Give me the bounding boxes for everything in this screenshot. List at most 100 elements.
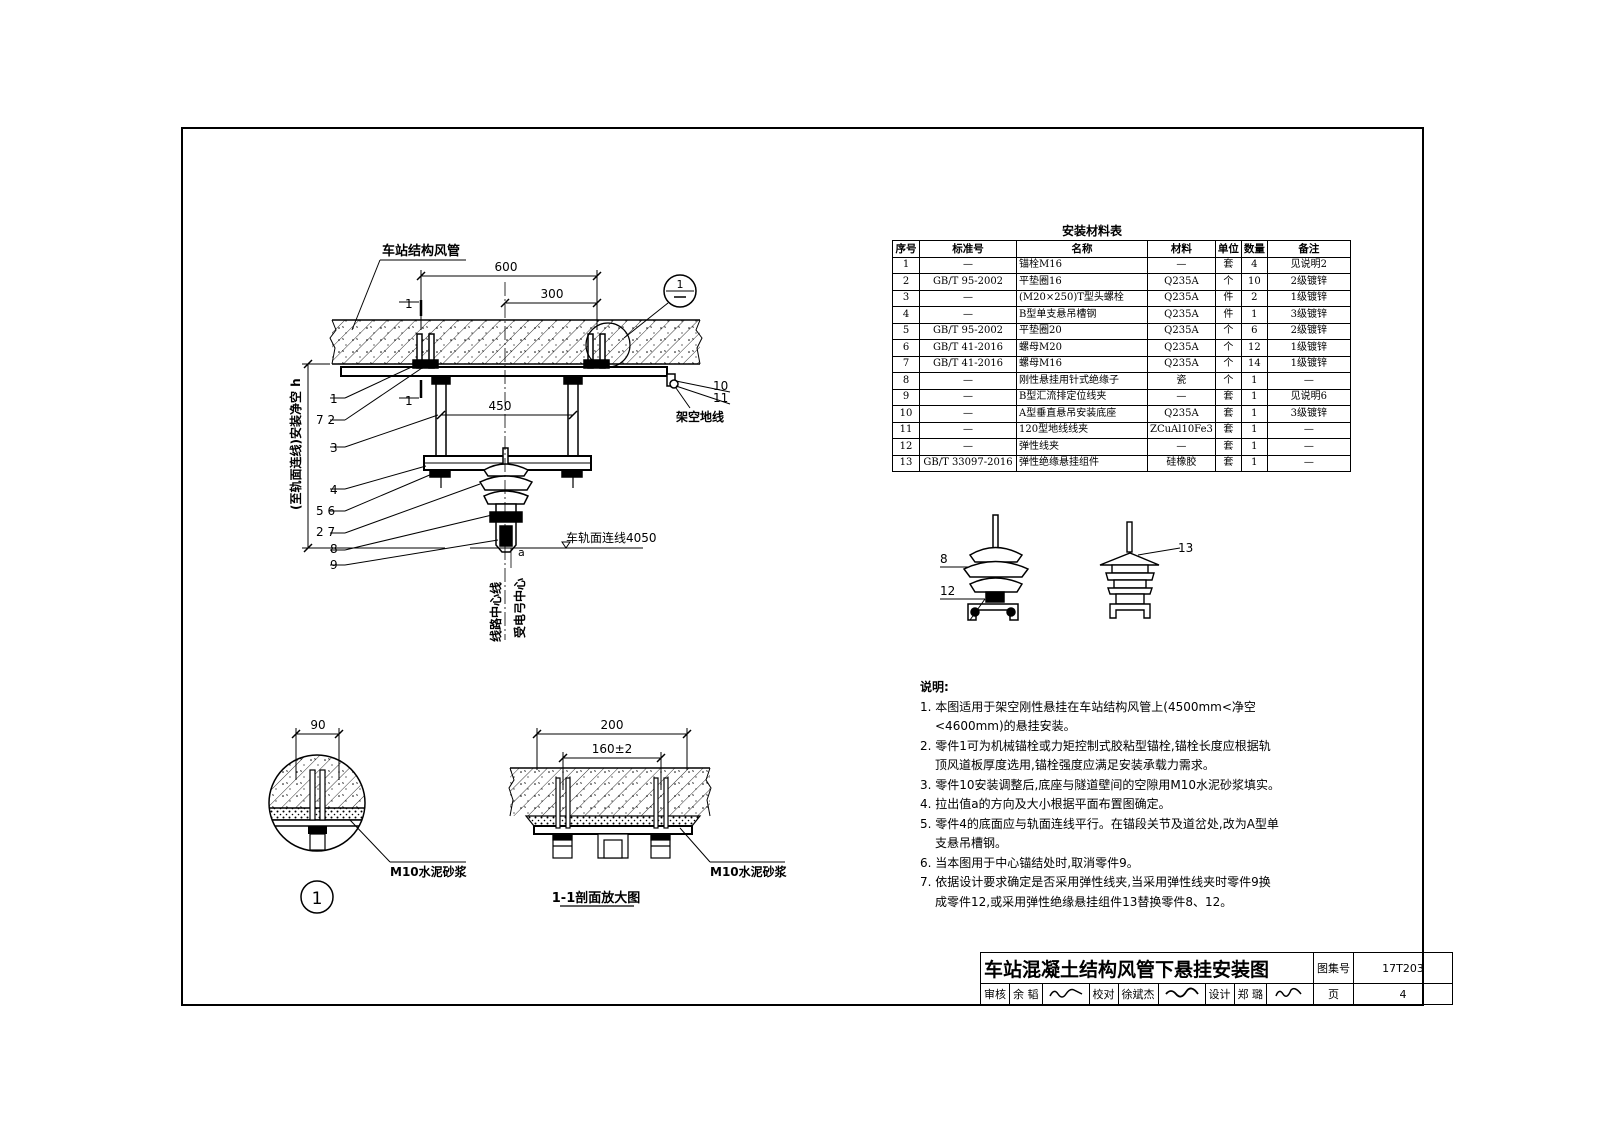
material-cell: 12 <box>892 438 920 456</box>
material-cell: 套 <box>1214 256 1242 274</box>
part-label-5-6: 5 6 <box>316 504 335 518</box>
detail-1-mortar-label: M10水泥砂浆 <box>390 864 468 879</box>
part-label-3: 3 <box>330 441 338 455</box>
part-label-11: 11 <box>713 391 728 405</box>
note-item: 6. 当本图用于中心锚结处时,取消零件9。 <box>920 855 1139 870</box>
elastic-insulator-sketch <box>1099 521 1160 619</box>
material-cell: — <box>919 289 1017 307</box>
anchor-bolts <box>412 322 631 369</box>
material-cell: 套 <box>1214 438 1242 456</box>
material-cell: 2级镀锌 <box>1266 273 1351 291</box>
note-item: 1. 本图适用于架空刚性悬挂在车站结构风管上(4500mm<净空<4600mm)… <box>920 699 1256 734</box>
material-cell: 个 <box>1214 372 1242 390</box>
material-cell: 7 <box>892 355 920 373</box>
material-cell: 5 <box>892 322 920 340</box>
drawing-frame <box>181 127 1424 1006</box>
material-cell: 套 <box>1214 421 1242 439</box>
detail-1-dim-text: 90 <box>310 718 325 732</box>
part-label-10: 10 <box>713 379 728 393</box>
check-name: 徐斌杰 <box>1117 983 1159 1005</box>
material-cell: — <box>919 405 1017 423</box>
check-signature <box>1157 983 1206 1005</box>
notes-heading: 说明: <box>920 680 949 694</box>
material-cell: 个 <box>1214 339 1242 357</box>
material-cell: — <box>1147 438 1216 456</box>
material-cell: 见说明6 <box>1266 388 1351 406</box>
material-cell: 个 <box>1214 355 1242 373</box>
material-cell: — <box>919 438 1017 456</box>
material-cell: 4 <box>1240 256 1268 274</box>
material-cell: A型垂直悬吊安装底座 <box>1016 405 1148 423</box>
material-cell: 3级镀锌 <box>1266 306 1351 324</box>
material-cell: 套 <box>1214 454 1242 472</box>
material-cell: 件 <box>1214 289 1242 307</box>
material-cell: 件 <box>1214 306 1242 324</box>
review-signature <box>1041 983 1090 1005</box>
material-cell: 1 <box>1240 438 1268 456</box>
material-cell: 平垫圈20 <box>1016 322 1148 340</box>
material-cell: 1 <box>1240 421 1268 439</box>
material-cell: 1级镀锌 <box>1266 339 1351 357</box>
material-cell: 12 <box>1240 339 1268 357</box>
material-cell: 弹性线夹 <box>1016 438 1148 456</box>
material-cell: 11 <box>892 421 920 439</box>
material-cell: 见说明2 <box>1266 256 1351 274</box>
material-cell: 套 <box>1214 405 1242 423</box>
material-cell: 8 <box>892 372 920 390</box>
section-dim-160-text: 160±2 <box>592 742 633 756</box>
dim-450-text: 450 <box>489 399 512 413</box>
section-mark-top: 1 <box>405 297 413 311</box>
material-cell: 1级镀锌 <box>1266 289 1351 307</box>
material-cell: 1 <box>1240 372 1268 390</box>
page-label: 页 <box>1313 983 1354 1005</box>
material-cell: 锚栓M16 <box>1016 256 1148 274</box>
sketch-label-12: 12 <box>940 584 955 598</box>
material-cell: 1 <box>892 256 920 274</box>
material-cell: GB/T 41-2016 <box>919 355 1017 373</box>
detail-1-caption: 1 <box>312 889 323 909</box>
material-cell: 1级镀锌 <box>1266 355 1351 373</box>
note-item: 7. 依据设计要求确定是否采用弹性线夹,当采用弹性线夹时零件9换成零件12,或采… <box>920 875 1271 909</box>
material-cell: ZCuAl10Fe3 <box>1147 421 1216 439</box>
detail-callout <box>623 274 697 339</box>
material-cell: Q235A <box>1147 273 1216 291</box>
insulator-sketch <box>962 514 1030 621</box>
material-cell: 硅橡胶 <box>1147 454 1216 472</box>
note-item: 2. 零件1可为机械锚栓或力矩控制式胶粘型锚栓,锚栓长度应根据轨顶风道板厚度选用… <box>920 738 1271 773</box>
note-item: 5. 零件4的底面应与轨面连线平行。在锚段关节及道岔处,改为A型单支悬吊槽钢。 <box>920 816 1279 851</box>
review-label: 审核 <box>980 983 1010 1005</box>
material-cell: — <box>1266 454 1351 472</box>
material-cell: — <box>919 421 1017 439</box>
material-cell: 瓷 <box>1147 372 1216 390</box>
material-cell: — <box>1147 256 1216 274</box>
material-cell: B型汇流排定位线夹 <box>1016 388 1148 406</box>
material-cell: GB/T 95-2002 <box>919 273 1017 291</box>
detail-callout-number: 1 <box>677 278 684 291</box>
material-cell: — <box>919 306 1017 324</box>
note-item: 4. 拉出值a的方向及大小根据平面布置图确定。 <box>920 797 1171 811</box>
material-cell: — <box>919 256 1017 274</box>
material-cell: — <box>919 388 1017 406</box>
atlas-label: 图集号 <box>1313 952 1354 984</box>
part-label-9: 9 <box>330 558 338 572</box>
material-cell: 10 <box>892 405 920 423</box>
part-label-2-7: 2 7 <box>316 525 335 539</box>
material-cell: — <box>1266 438 1351 456</box>
dim-a-label: a <box>518 546 525 559</box>
material-cell: — <box>1266 421 1351 439</box>
material-cell: 14 <box>1240 355 1268 373</box>
material-cell: — <box>1266 372 1351 390</box>
concrete-slab <box>329 319 703 365</box>
material-cell: 3 <box>892 289 920 307</box>
col-header: 数量 <box>1240 240 1268 258</box>
section-mortar-label: M10水泥砂浆 <box>710 864 788 879</box>
material-cell: Q235A <box>1147 289 1216 307</box>
